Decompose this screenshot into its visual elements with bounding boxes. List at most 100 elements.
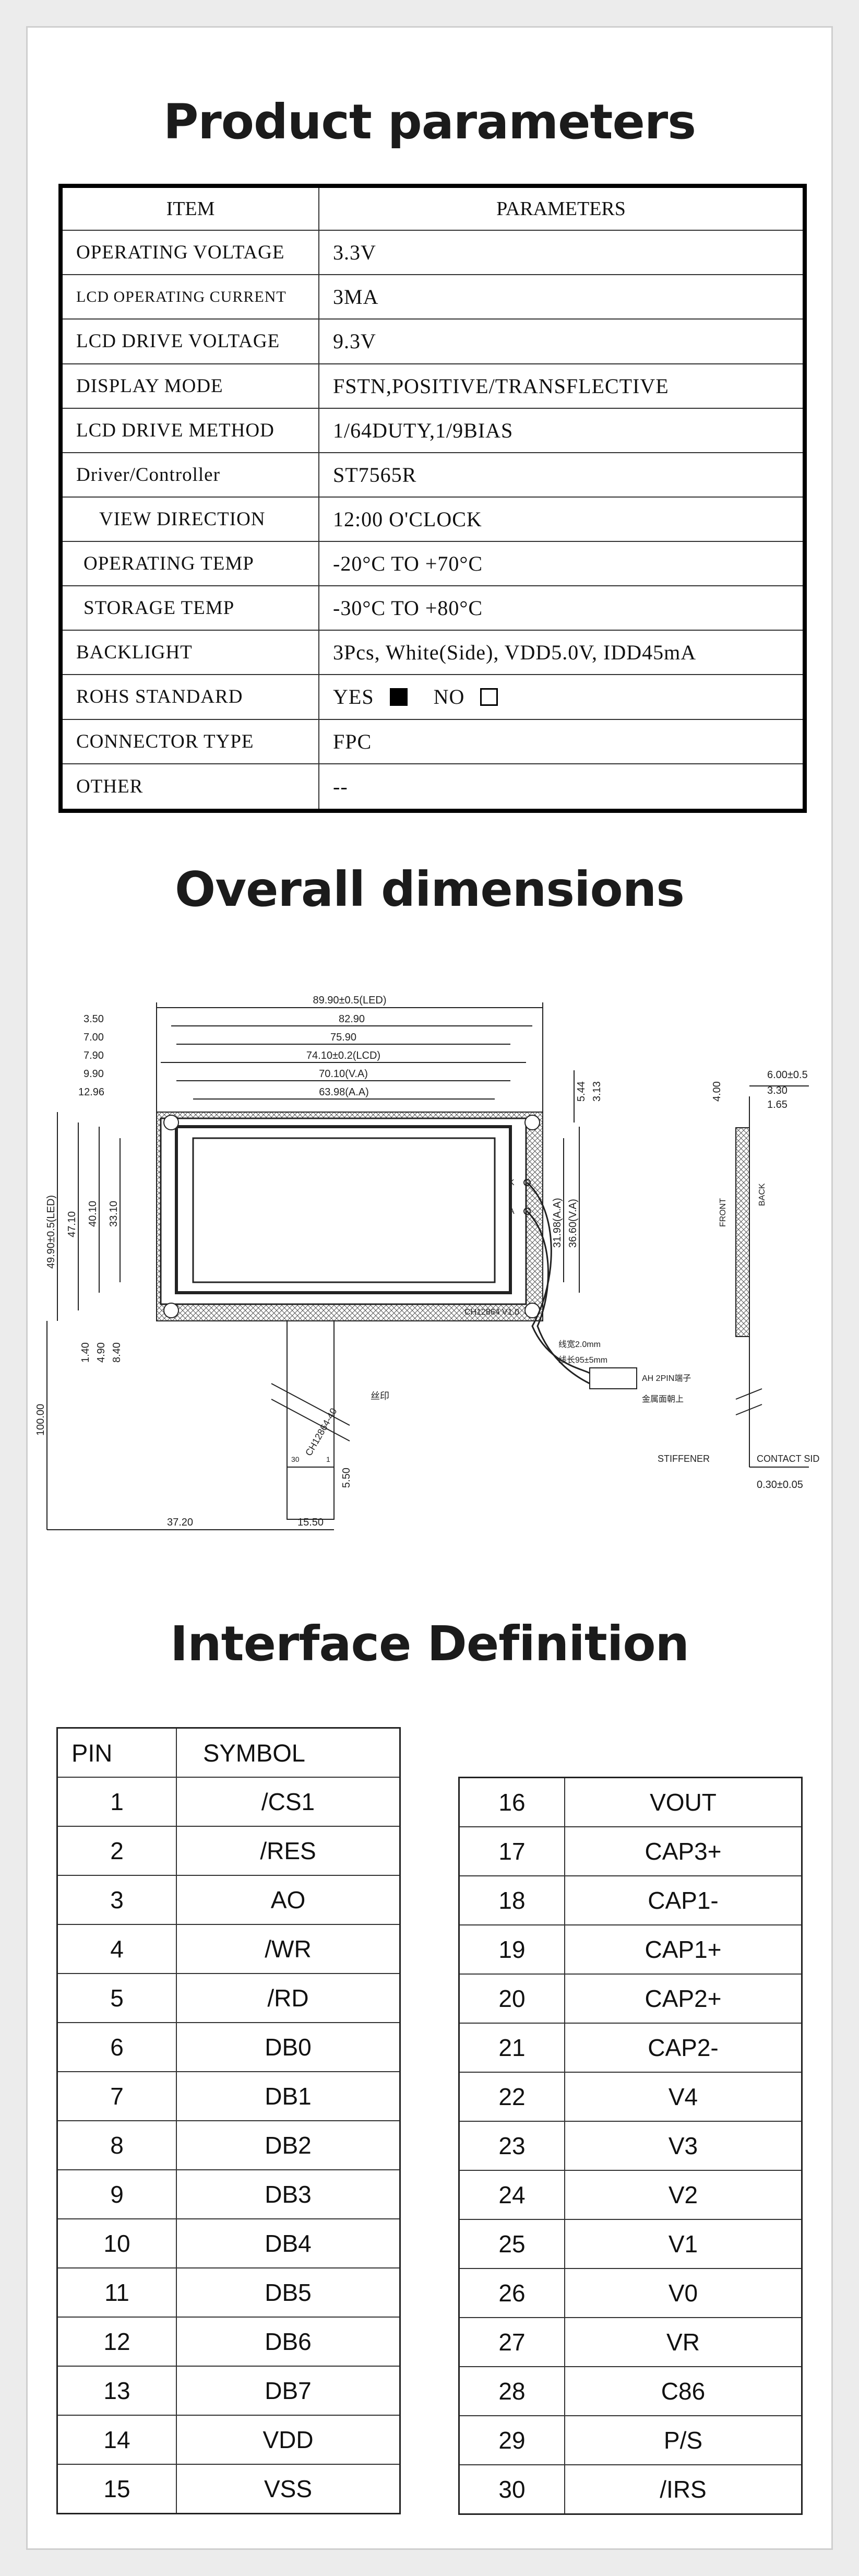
param-key: VIEW DIRECTION <box>60 496 319 542</box>
fpc-tail <box>287 1467 335 1520</box>
param-value: 12:00 O'CLOCK <box>318 496 805 542</box>
pin-symbol: VR <box>564 2317 803 2367</box>
pin-number: 2 <box>56 1826 177 1876</box>
pin-number: 3 <box>56 1875 177 1925</box>
params-row: STORAGE TEMP -30°C TO +80°C <box>60 585 805 631</box>
pin-symbol: DB1 <box>176 2071 401 2121</box>
pin-symbol: CAP1+ <box>564 1924 803 1975</box>
pin-number: 24 <box>458 2170 565 2220</box>
pin-number: 9 <box>56 2169 177 2219</box>
dim-label: 89.90±0.5(LED) <box>313 995 386 1006</box>
param-value: FPC <box>318 718 805 764</box>
wire-note: 金属面朝上 <box>642 1395 684 1404</box>
params-row: VIEW DIRECTION 12:00 O'CLOCK <box>60 496 805 542</box>
param-key: LCD DRIVE VOLTAGE <box>60 318 319 364</box>
pin-symbol: VSS <box>176 2464 401 2514</box>
pin-number: 25 <box>458 2219 565 2269</box>
wire-connector-label: AH 2PIN端子 <box>642 1374 691 1383</box>
fpc-pin-label: 1 <box>326 1455 330 1463</box>
pin-number: 27 <box>458 2317 565 2367</box>
pin-table-header: PIN SYMBOL <box>56 1727 401 1778</box>
dim-label: 75.90 <box>330 1032 356 1043</box>
params-row: OPERATING VOLTAGE 3.3V <box>60 230 805 276</box>
pin-symbol: /RES <box>176 1826 401 1876</box>
param-value: 3MA <box>318 274 805 320</box>
param-value: FSTN,POSITIVE/TRANSFLECTIVE <box>318 363 805 409</box>
param-value: ST7565R <box>318 452 805 498</box>
dims-title: Overall dimensions <box>174 861 685 917</box>
param-value: 3.3V <box>318 230 805 276</box>
pin-symbol: /WR <box>176 1924 401 1974</box>
pin-symbol: CAP2- <box>564 2023 803 2073</box>
pin-symbol: /IRS <box>564 2464 803 2515</box>
params-row: DISPLAY MODE FSTN,POSITIVE/TRANSFLECTIVE <box>60 363 805 409</box>
param-value: -20°C TO +70°C <box>318 540 805 587</box>
pin-number: 5 <box>56 1973 177 2023</box>
stiffener-label: STIFFENER <box>658 1454 710 1464</box>
param-key: BACKLIGHT <box>60 630 319 676</box>
param-key: LCD DRIVE METHOD <box>60 407 319 453</box>
dim-label: 47.10 <box>66 1211 78 1237</box>
params-row: BACKLIGHT 3Pcs, White(Side), VDD5.0V, ID… <box>60 630 805 676</box>
pin-number: 16 <box>458 1777 565 1827</box>
connector <box>589 1367 637 1389</box>
params-row: LCD DRIVE METHOD 1/64DUTY,1/9BIAS <box>60 407 805 453</box>
pin-number: 10 <box>56 2218 177 2268</box>
pin-number: 4 <box>56 1924 177 1974</box>
pin-number: 30 <box>458 2464 565 2515</box>
side-back-label: BACK <box>758 1183 767 1206</box>
param-value: -- <box>318 763 805 812</box>
dim-label: 63.98(A.A) <box>319 1086 369 1098</box>
side-view <box>735 1127 750 1337</box>
pin-symbol: /CS1 <box>176 1777 401 1827</box>
params-row: Driver/Controller ST7565R <box>60 452 805 498</box>
pin-symbol: P/S <box>564 2415 803 2465</box>
pin-number: 29 <box>458 2415 565 2465</box>
pin-row: 30/IRS <box>458 2464 803 2515</box>
pin-symbol: V3 <box>564 2121 803 2171</box>
wire-note: 线长95±5mm <box>558 1355 607 1365</box>
pin-symbol: DB3 <box>176 2169 401 2219</box>
param-key: OPERATING VOLTAGE <box>60 230 319 276</box>
pin-number: 22 <box>458 2072 565 2122</box>
led-a-label: A <box>509 1207 515 1216</box>
params-header-row: ITEM PARAMETERS <box>60 185 805 231</box>
dimension-drawing: 89.90±0.5(LED) 82.90 75.90 74.10±0.2(LCD… <box>37 995 819 1530</box>
pin-symbol: DB2 <box>176 2120 401 2170</box>
pin-number: 18 <box>458 1875 565 1925</box>
params-row: CONNECTOR TYPE FPC <box>60 718 805 764</box>
pin-row: 4/WR <box>56 1924 401 1974</box>
pin-number: 6 <box>56 2022 177 2072</box>
param-value: -30°C TO +80°C <box>318 585 805 631</box>
pin-number: 17 <box>458 1826 565 1876</box>
pin-number: 26 <box>458 2268 565 2318</box>
pin-number: 23 <box>458 2121 565 2171</box>
pin-number: 28 <box>458 2366 565 2416</box>
dim-label: 7.00 <box>83 1032 104 1043</box>
pin-number: 7 <box>56 2071 177 2121</box>
params-header-value: PARAMETERS <box>318 185 805 231</box>
pin-number: 1 <box>56 1777 177 1827</box>
pin-symbol: DB4 <box>176 2218 401 2268</box>
param-key: Driver/Controller <box>60 452 319 498</box>
contact-side-label: CONTACT SIDE <box>757 1454 819 1464</box>
dim-label: 1.65 <box>767 1099 788 1110</box>
